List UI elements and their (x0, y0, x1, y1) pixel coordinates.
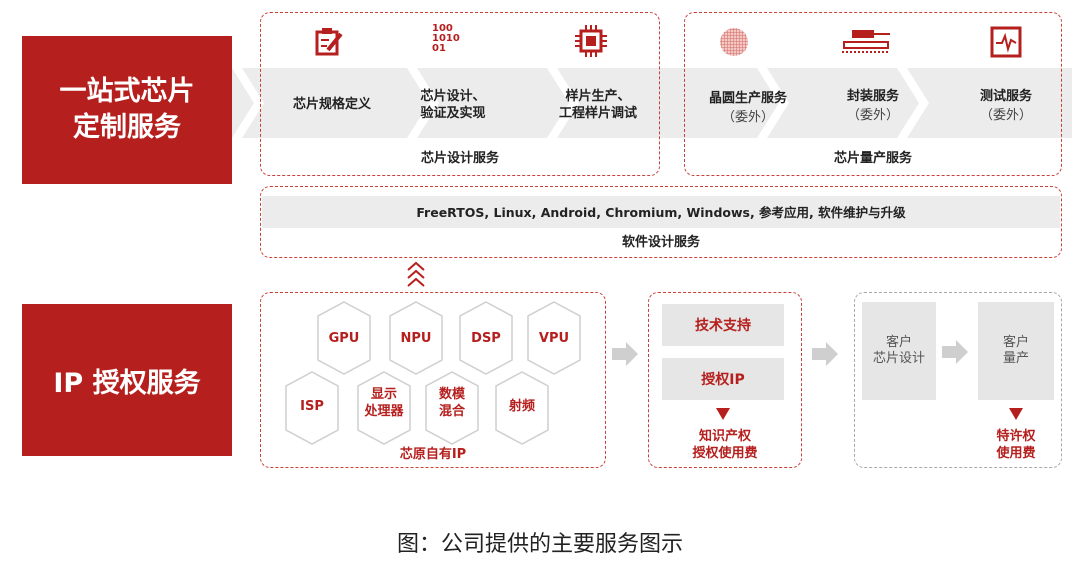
ip-license-label: IP 授权服务 (22, 304, 232, 456)
step-wafer-outsourced: （委外） (721, 110, 774, 125)
support-panel (648, 292, 802, 468)
step-testing-outsourced: （委外） (979, 108, 1032, 123)
step-testing: 测试服务 (979, 89, 1032, 104)
packaging-icon (842, 30, 890, 53)
step-design-verification: 芯片设计、 验证及实现 (420, 89, 486, 121)
step-packaging: 封装服务 (846, 89, 899, 104)
hex-npu-label: NPU (400, 331, 432, 346)
step-sample-production: 样片生产、 工程样片调试 (558, 89, 637, 121)
royalty-label: 特许权 使用费 (996, 429, 1036, 461)
mass-production-title: 芯片量产服务 (833, 151, 912, 166)
up-chevrons-icon (407, 261, 425, 287)
step-spec-definition: 芯片规格定义 (292, 97, 371, 112)
license-fee-label: 知识产权 授权使用费 (692, 429, 758, 461)
down-triangle-icon-1 (716, 408, 730, 420)
down-triangle-icon-2 (1009, 408, 1023, 420)
chip-design-title: 芯片设计服务 (420, 151, 499, 166)
ip-panel (260, 292, 606, 468)
hex-gpu (317, 301, 371, 375)
hex-display (357, 371, 411, 445)
notepad-pen-icon (315, 28, 343, 56)
binary-icon: 100 1010 01 (432, 23, 460, 54)
customer-design-box: 客户 芯片设计 (862, 302, 936, 400)
software-items: FreeRTOS, Linux, Android, Chromium, Wind… (416, 205, 906, 220)
software-band (262, 196, 1060, 228)
licensed-ip-box: 授权IP (662, 358, 784, 400)
hex-dsp-label: DSP (471, 331, 501, 346)
chevron-band (232, 68, 1072, 138)
hex-rf-label: 射频 (508, 399, 535, 414)
customer-panel (854, 292, 1062, 468)
step-wafer-production: 晶圆生产服务 (708, 91, 787, 106)
figure-caption: 图：公司提供的主要服务图示 (396, 532, 683, 557)
hex-vpu-label: VPU (538, 331, 570, 346)
mass-production-panel (684, 12, 1062, 176)
hex-rf (495, 371, 549, 445)
arrow-right-icon-3 (942, 340, 968, 364)
software-title: 软件设计服务 (621, 235, 700, 250)
hex-npu (389, 301, 443, 375)
chip-design-panel (260, 12, 660, 176)
hex-dsp (459, 301, 513, 375)
tech-support-box: 技术支持 (662, 304, 784, 346)
wafer-icon (720, 28, 748, 56)
hex-mixed-signal (425, 371, 479, 445)
hex-vpu (527, 301, 581, 375)
hex-mixed-signal-label: 数模 混合 (438, 387, 465, 419)
arrow-right-icon-2 (812, 342, 838, 366)
hex-isp-label: ISP (300, 399, 324, 414)
hex-isp (285, 371, 339, 445)
hexagon-cluster (285, 301, 581, 445)
test-monitor-icon (990, 26, 1022, 58)
one-stop-label: 一站式芯片 定制服务 (22, 36, 232, 184)
hex-gpu-label: GPU (328, 331, 360, 346)
software-panel (260, 186, 1062, 258)
arrow-right-icon-1 (612, 342, 638, 366)
chip-icon (575, 25, 607, 57)
step-packaging-outsourced: （委外） (846, 108, 899, 123)
hex-display-label: 显示 处理器 (364, 387, 404, 419)
ip-panel-title: 芯原自有IP (399, 447, 467, 462)
customer-production-box: 客户 量产 (978, 302, 1054, 400)
